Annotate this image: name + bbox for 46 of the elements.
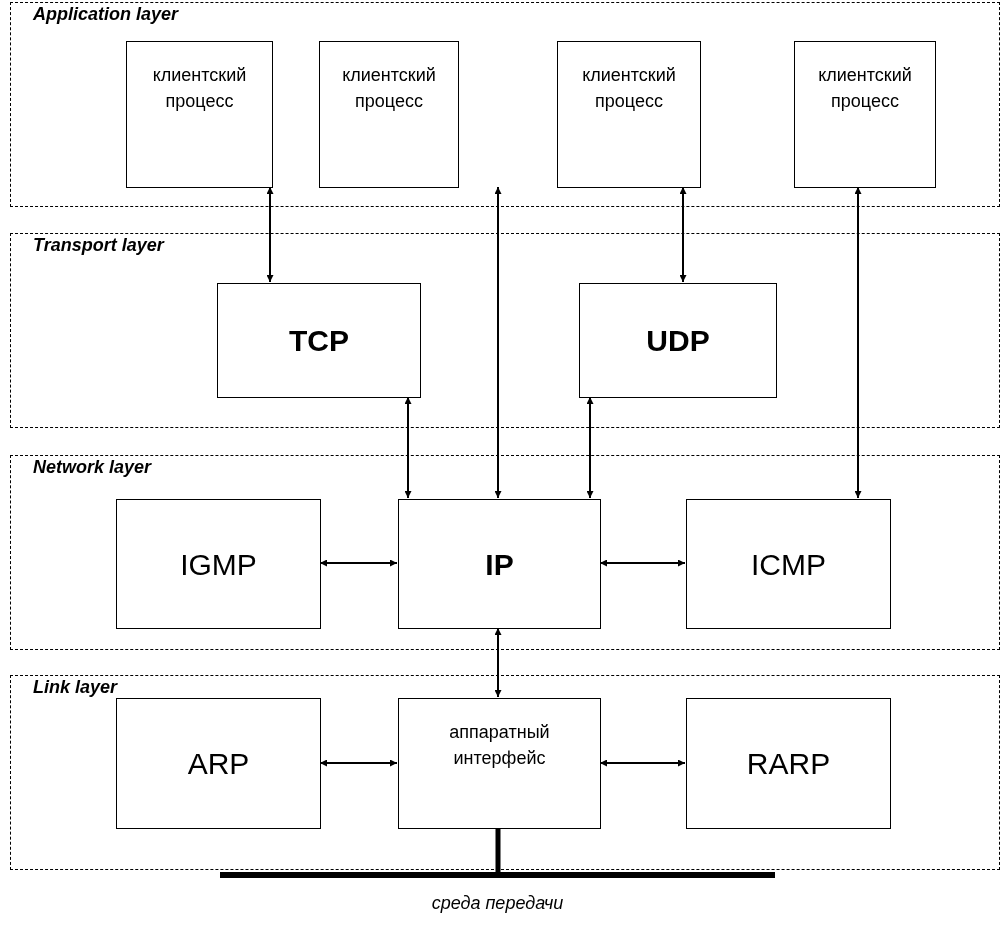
transmission-medium-bar [220,872,775,878]
layer-band [10,233,1000,428]
process-box [116,698,321,829]
process-box [126,41,273,188]
process-box [686,698,891,829]
box-label: клиентский процесс [151,64,248,113]
process-box [217,283,421,398]
layer-title: Application layer [33,3,179,25]
box-label: ICMP [751,546,826,583]
double-arrow [319,559,398,567]
layer-title: Transport layer [33,234,164,256]
process-box [398,499,601,629]
layer-title: Link layer [33,676,118,698]
connector-line [495,828,501,872]
process-box [686,499,891,629]
double-arrow [404,396,412,499]
box-label: клиентский процесс [581,64,677,113]
process-box [398,698,601,829]
double-arrow [599,559,686,567]
double-arrow [494,186,502,499]
box-label: IP [485,546,514,583]
double-arrow [679,186,687,283]
double-arrow [266,186,274,283]
layer-band [10,675,1000,870]
double-arrow [586,396,594,499]
layer-title: Network layer [33,456,152,478]
layer-band [10,455,1000,650]
box-label: клиентский процесс [341,64,437,113]
double-arrow [599,759,686,767]
double-arrow [319,759,398,767]
box-label: UDP [646,323,710,359]
process-box [116,499,321,629]
layer-band [10,2,1000,207]
double-arrow [854,186,862,499]
process-box [794,41,936,188]
medium-caption: среда передачи [430,892,565,915]
double-arrow [494,627,502,698]
process-box [579,283,777,398]
box-label: TCP [289,323,349,359]
box-label: RARP [746,746,831,782]
box-label: ARP [187,746,250,782]
box-label: клиентский процесс [817,64,913,113]
box-label: IGMP [180,546,257,583]
process-box [319,41,459,188]
process-box [557,41,701,188]
box-label: аппаратный интерфейс [448,721,551,770]
